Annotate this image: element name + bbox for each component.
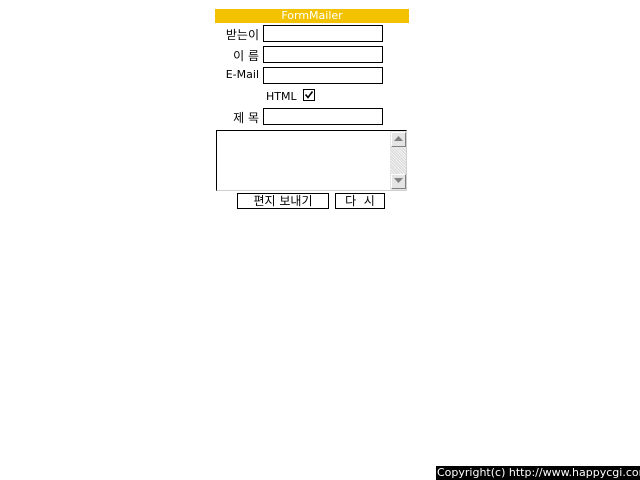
subject-input[interactable] xyxy=(263,108,383,125)
form-mailer: FormMailer 받는이 이 름 E-Mail HTML 제 목 xyxy=(215,9,409,209)
arrow-up-icon xyxy=(394,136,403,141)
copyright-footer: Copyright(c) http://www.happycgi.com xyxy=(436,466,640,480)
to-input[interactable] xyxy=(263,25,383,42)
html-option-row: HTML xyxy=(215,86,409,106)
send-button[interactable]: 편지 보내기 xyxy=(237,193,329,209)
copyright-text: Copyright(c) http://www.happycgi.com xyxy=(437,466,640,479)
html-label: HTML xyxy=(266,90,297,103)
name-input[interactable] xyxy=(263,46,383,63)
email-row: E-Mail xyxy=(215,65,409,86)
form-title: FormMailer xyxy=(281,9,343,22)
email-input[interactable] xyxy=(263,67,383,84)
email-label: E-Mail xyxy=(225,68,259,81)
subject-row: 제 목 xyxy=(215,106,409,127)
scroll-up-button[interactable] xyxy=(391,132,406,147)
arrow-down-icon xyxy=(394,178,403,183)
subject-label: 제 목 xyxy=(233,111,259,125)
textarea-scrollbar[interactable] xyxy=(390,131,406,190)
reset-button[interactable]: 다 시 xyxy=(335,193,385,209)
body-textarea[interactable] xyxy=(216,130,407,191)
to-label: 받는이 xyxy=(225,28,259,42)
html-checkbox[interactable] xyxy=(303,89,315,101)
form-title-bar: FormMailer xyxy=(215,9,409,23)
name-label: 이 름 xyxy=(233,49,259,63)
scroll-down-button[interactable] xyxy=(391,174,406,189)
to-row: 받는이 xyxy=(215,23,409,44)
name-row: 이 름 xyxy=(215,44,409,65)
checkmark-icon xyxy=(304,91,314,99)
